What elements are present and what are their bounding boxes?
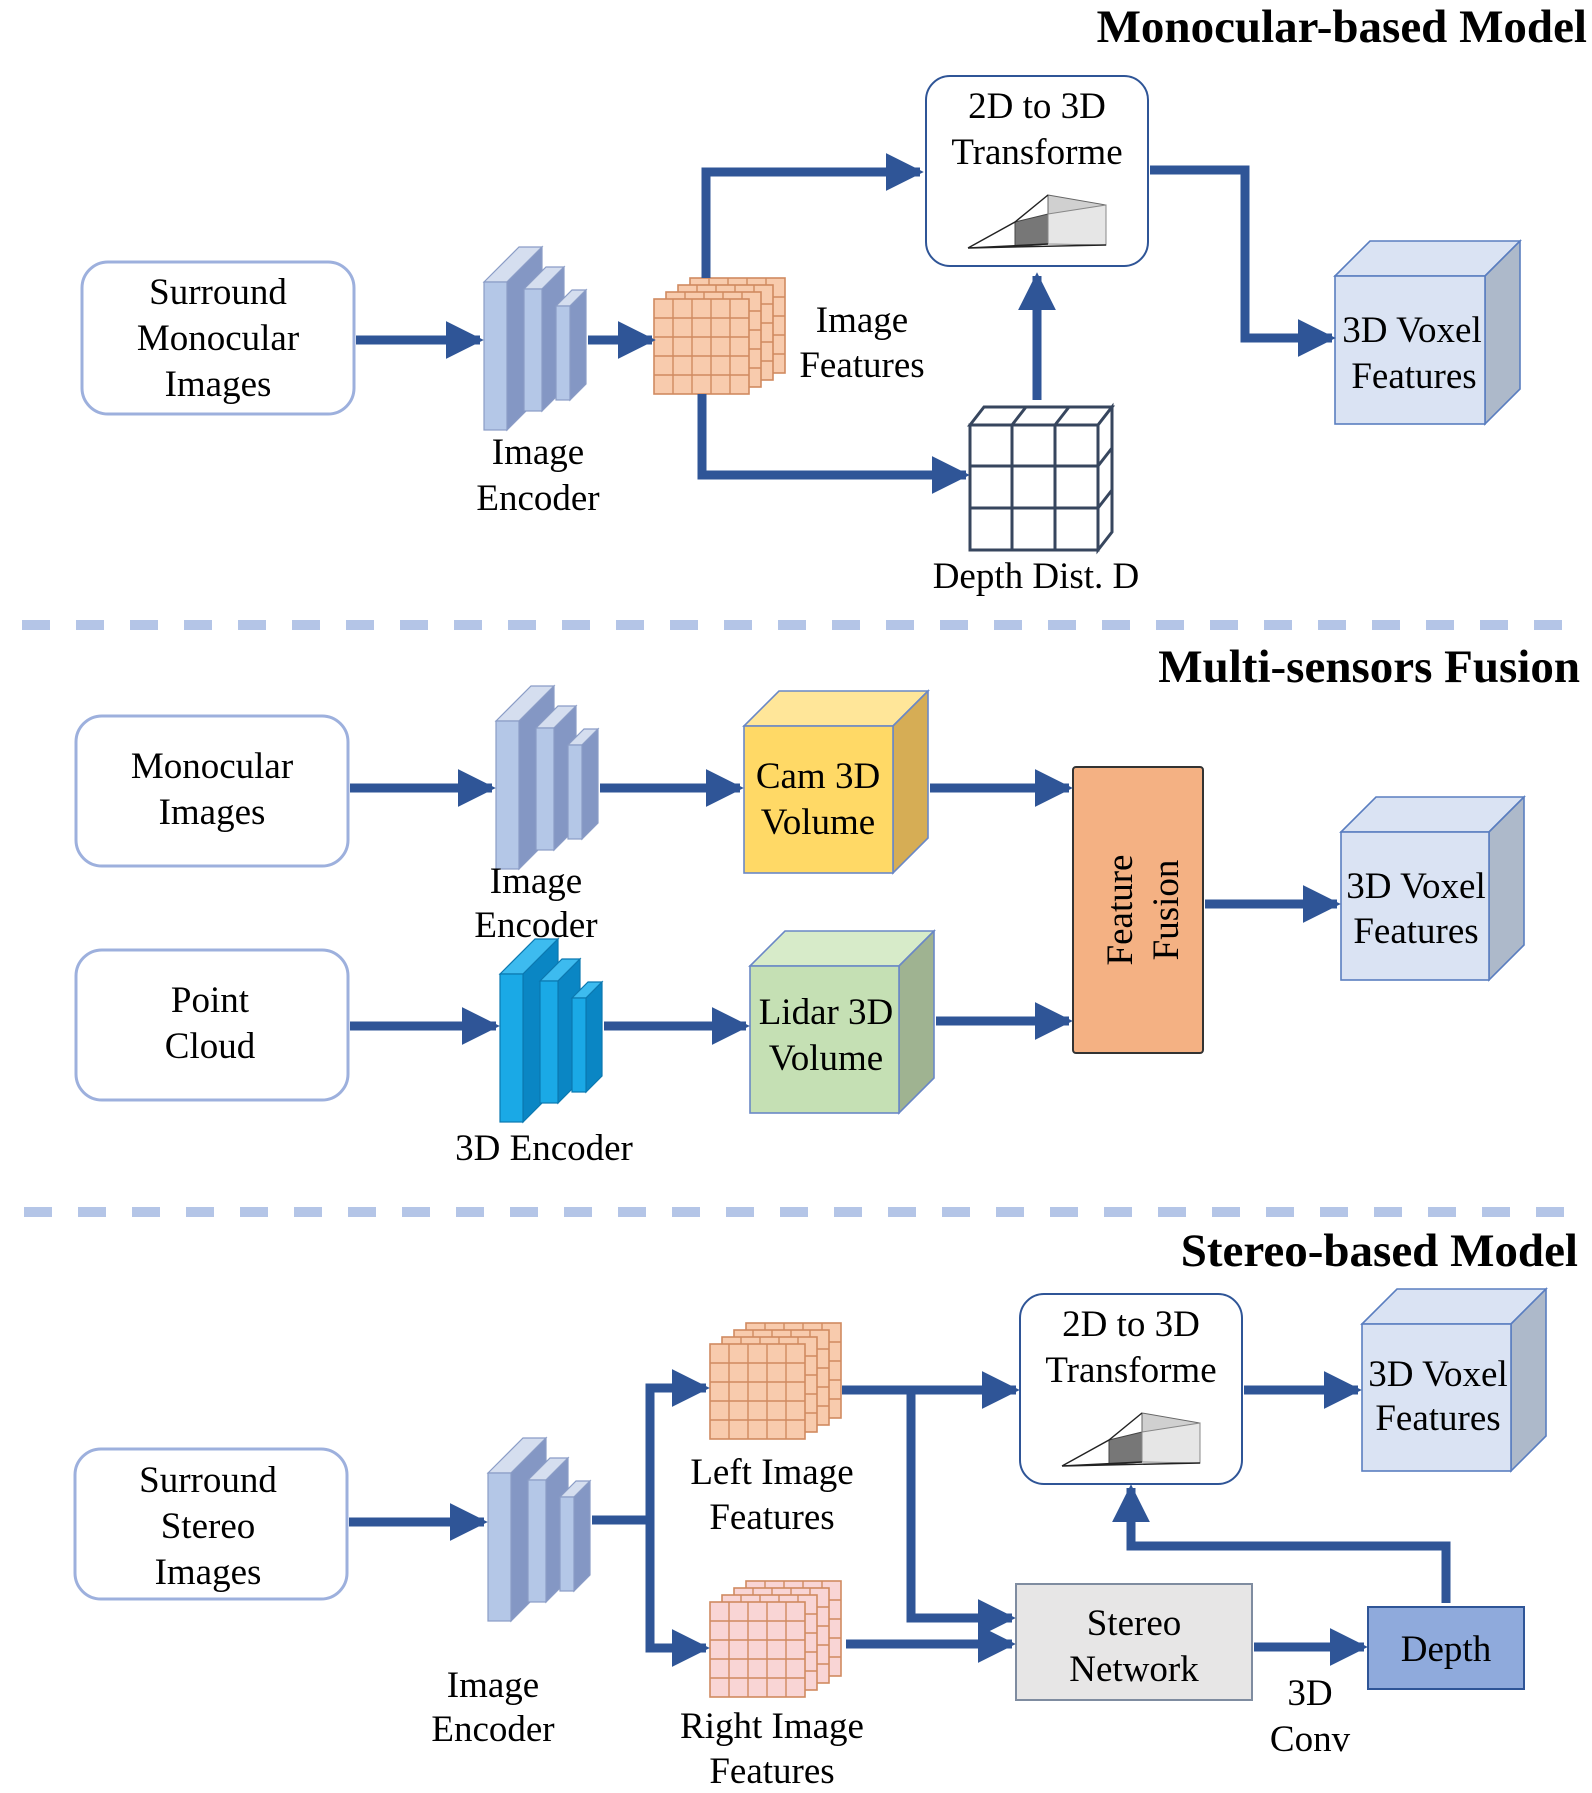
svg-text:Monocular: Monocular [131,746,293,787]
svg-text:Surround: Surround [139,1460,277,1501]
stereo-3d-voxel-features: 3D Voxel Features [1360,1287,1548,1473]
svg-text:3D: 3D [1287,1673,1332,1714]
svg-text:Lidar 3D: Lidar 3D [759,992,894,1033]
svg-text:Features: Features [799,345,924,386]
section-title-stereo: Stereo-based Model [1181,1225,1578,1277]
svg-text:Monocular: Monocular [137,318,299,359]
svg-text:Images: Images [155,1552,262,1593]
stereo-network: Stereo Network [1015,1583,1253,1701]
svg-text:Cloud: Cloud [165,1026,256,1067]
mono-input-box: Surround Monocular Images [80,260,356,416]
svg-text:Network: Network [1069,1649,1199,1690]
fusion-3d-encoder: 3D Encoder [455,937,633,1169]
svg-text:Feature: Feature [1100,855,1141,966]
stereo-3d-conv-label: 3D Conv [1270,1673,1351,1760]
stereo-2d-to-3d-transform: 2D to 3D Transforme [1019,1293,1243,1485]
mono-depth-distribution: Depth Dist. D [933,402,1140,597]
mono-image-encoder: Image Encoder [476,245,600,519]
fusion-3d-voxel-features: 3D Voxel Features [1339,795,1526,982]
svg-text:Image: Image [492,432,584,473]
svg-text:Cam 3D: Cam 3D [756,756,880,797]
svg-text:Right Image: Right Image [680,1706,864,1747]
svg-text:Transforme: Transforme [1045,1350,1216,1391]
svg-text:3D Voxel: 3D Voxel [1342,310,1481,351]
mono-3d-voxel-features: 3D Voxel Features [1333,239,1522,426]
svg-text:Features: Features [709,1751,834,1792]
svg-text:Image: Image [447,1665,539,1706]
svg-text:Depth Dist. D: Depth Dist. D [933,556,1140,597]
fusion-feature-fusion: Feature Fusion [1072,766,1204,1054]
svg-text:Image: Image [490,861,582,902]
mono-image-features: Image Features [653,277,925,395]
section-title-fusion: Multi-sensors Fusion [1158,641,1580,693]
svg-text:2D to 3D: 2D to 3D [968,86,1106,127]
stereo-depth: Depth [1367,1606,1525,1690]
svg-text:Encoder: Encoder [431,1709,554,1750]
svg-text:Image: Image [816,300,908,341]
svg-text:Features: Features [1351,356,1476,397]
svg-text:2D to 3D: 2D to 3D [1062,1304,1200,1345]
svg-text:Features: Features [1353,911,1478,952]
svg-text:Volume: Volume [761,802,875,843]
svg-text:3D Voxel: 3D Voxel [1346,866,1485,907]
stereo-left-features: Left Image Features [690,1322,854,1538]
svg-text:Volume: Volume [769,1038,883,1079]
svg-text:Surround: Surround [149,272,287,313]
svg-text:Transforme: Transforme [951,132,1122,173]
svg-text:Depth: Depth [1401,1629,1492,1670]
fusion-cam-3d-volume: Cam 3D Volume [742,689,930,875]
stereo-right-features: Right Image Features [680,1580,864,1792]
svg-text:3D Encoder: 3D Encoder [455,1128,633,1169]
frustum-icon [967,194,1107,249]
svg-text:Left Image: Left Image [690,1452,853,1493]
svg-text:Conv: Conv [1270,1719,1351,1760]
fusion-input-monocular: Monocular Images [74,714,350,868]
svg-text:Images: Images [165,364,272,405]
svg-text:Images: Images [159,792,266,833]
stereo-input-box: Surround Stereo Images [73,1447,349,1601]
svg-text:Features: Features [709,1497,834,1538]
frustum-icon [1061,1412,1201,1467]
svg-text:3D Voxel: 3D Voxel [1368,1354,1507,1395]
fusion-image-encoder: Image Encoder [474,684,600,946]
svg-text:Encoder: Encoder [476,478,599,519]
fusion-lidar-3d-volume: Lidar 3D Volume [748,929,936,1115]
stereo-image-encoder: Image Encoder [431,1436,592,1750]
mono-2d-to-3d-transform: 2D to 3D Transforme [925,75,1149,267]
section-title-monocular: Monocular-based Model [1097,1,1587,53]
svg-text:Stereo: Stereo [1087,1603,1182,1644]
svg-text:Point: Point [171,980,250,1021]
svg-text:Fusion: Fusion [1146,860,1187,961]
fusion-arrows [350,769,1341,1045]
fusion-input-pointcloud: Point Cloud [74,948,350,1102]
svg-text:Stereo: Stereo [161,1506,256,1547]
stereo-arrows [349,1369,1451,1667]
mono-arrows [356,153,1336,494]
svg-text:Features: Features [1375,1398,1500,1439]
